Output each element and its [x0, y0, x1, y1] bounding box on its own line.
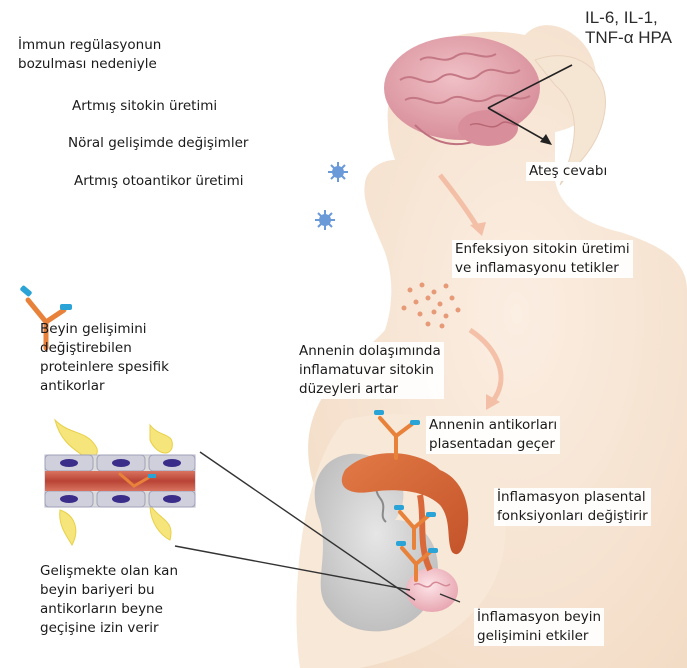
- fever-label: Ateş cevabı: [526, 162, 610, 181]
- bbb-label: Gelişmekte olan kan beyin bariyeri bu an…: [40, 562, 178, 638]
- autoantibody-label: Artmış otoantikor üretimi: [74, 172, 244, 191]
- immune-title-label: İmmun regülasyonun bozulması nedeniyle: [18, 36, 161, 74]
- il6-label: IL-6, IL-1, TNF-α HPA: [585, 8, 672, 48]
- neural-changes-label: Nöral gelişimde değişimler: [68, 134, 248, 153]
- maternal-circulation-label: Annenin dolaşımında inflamatuvar sitokin…: [296, 342, 444, 399]
- antibodies-specific-label: Beyin gelişimini değiştirebilen proteinl…: [40, 320, 169, 396]
- placenta-label: İnflamasyon plasental fonksiyonları deği…: [494, 488, 651, 526]
- blood-brain-barrier-inset: [45, 420, 195, 545]
- virus-icon: [315, 210, 335, 230]
- brain-development-label: İnflamasyon beyin gelişimini etkiler: [474, 608, 604, 646]
- infection-label: Enfeksiyon sitokin üretimi ve inflamasyo…: [452, 240, 633, 278]
- virus-icon: [328, 162, 348, 182]
- cytokine-production-label: Artmış sitokin üretimi: [72, 97, 217, 116]
- maternal-antibodies-label: Annenin antikorları plasentadan geçer: [426, 416, 560, 454]
